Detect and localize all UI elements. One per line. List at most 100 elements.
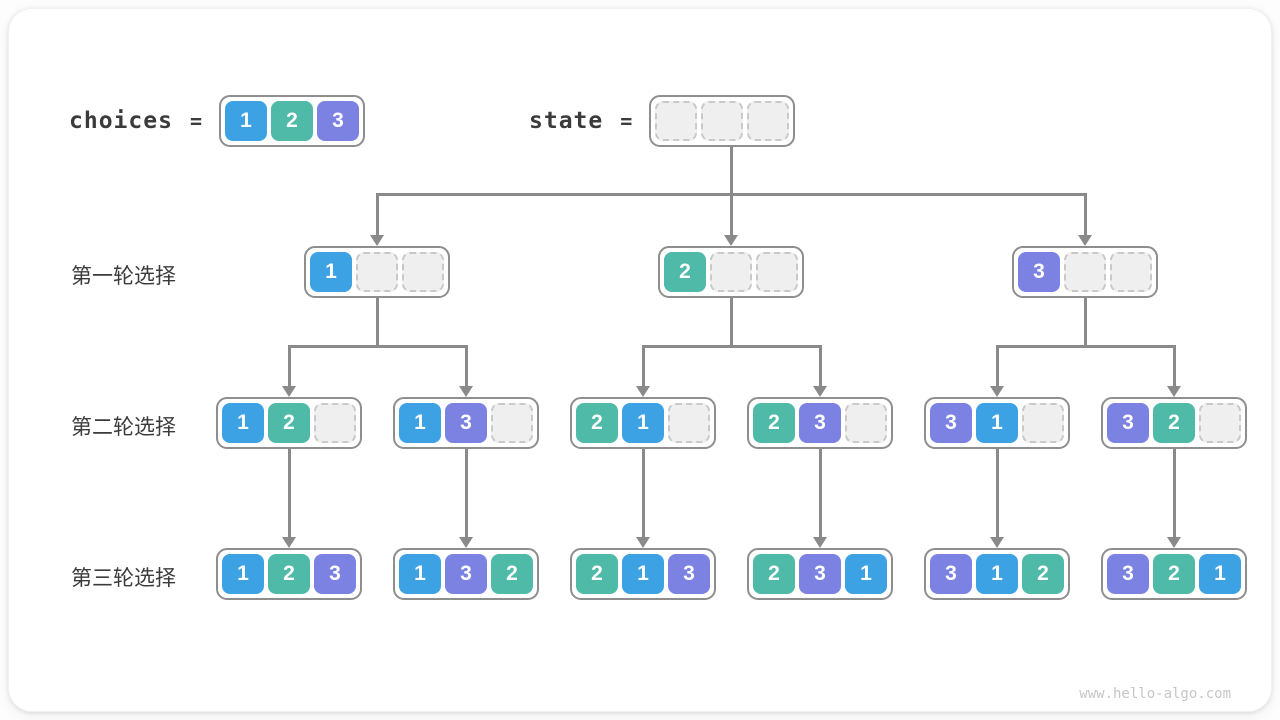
choice-cell-1: 1 xyxy=(622,554,664,594)
arrow-head-icon xyxy=(636,386,650,397)
choice-cell-2: 2 xyxy=(268,554,310,594)
choices-label: choices xyxy=(69,108,173,134)
choice-cell-2: 2 xyxy=(753,554,795,594)
arrow-head-icon xyxy=(1167,386,1181,397)
connector-line xyxy=(464,449,468,538)
arrow-head-icon xyxy=(282,537,296,548)
connector-line xyxy=(464,346,468,387)
choice-cell-2: 2 xyxy=(1153,554,1195,594)
empty-cell xyxy=(314,403,356,443)
choice-cell-3: 3 xyxy=(1107,554,1149,594)
arrow-head-icon xyxy=(459,386,473,397)
choice-cell-1: 1 xyxy=(222,554,264,594)
connector-line xyxy=(641,346,645,387)
connector-line xyxy=(287,346,291,387)
choice-cell-2: 2 xyxy=(1022,554,1064,594)
choice-cell-1: 1 xyxy=(222,403,264,443)
empty-cell xyxy=(1199,403,1241,443)
arrow-head-icon xyxy=(1167,537,1181,548)
level1-node: 1 xyxy=(304,246,450,298)
choice-cell-3: 3 xyxy=(668,554,710,594)
row-label-round-3: 第三轮选择 xyxy=(71,567,176,590)
empty-cell xyxy=(747,101,790,141)
choice-cell-2: 2 xyxy=(1153,403,1195,443)
choice-cell-1: 1 xyxy=(310,252,352,292)
choice-cell-2: 2 xyxy=(576,554,618,594)
row-label-round-1: 第一轮选择 xyxy=(71,265,176,288)
choice-cell-1: 1 xyxy=(845,554,887,594)
connector-line xyxy=(818,449,822,538)
connector-line xyxy=(729,194,733,236)
choice-cell-2: 2 xyxy=(664,252,706,292)
arrow-head-icon xyxy=(990,386,1004,397)
empty-cell xyxy=(1064,252,1106,292)
choice-cell-1: 1 xyxy=(224,101,267,141)
connector-line xyxy=(1172,346,1176,387)
connector-line xyxy=(375,194,379,236)
empty-cell xyxy=(655,101,698,141)
connector-line xyxy=(375,298,379,348)
empty-cell xyxy=(845,403,887,443)
watermark: www.hello-algo.com xyxy=(1079,686,1231,702)
arrow-head-icon xyxy=(813,386,827,397)
row-label-round-2: 第二轮选择 xyxy=(71,416,176,439)
arrow-head-icon xyxy=(1078,235,1092,246)
choice-cell-2: 2 xyxy=(270,101,313,141)
arrow-head-icon xyxy=(813,537,827,548)
choice-cell-3: 3 xyxy=(1018,252,1060,292)
choice-cell-3: 3 xyxy=(316,101,359,141)
empty-cell xyxy=(668,403,710,443)
connector-line xyxy=(641,344,822,348)
choice-cell-3: 3 xyxy=(445,554,487,594)
connector-line xyxy=(1172,449,1176,538)
arrow-head-icon xyxy=(282,386,296,397)
choice-cell-3: 3 xyxy=(930,403,972,443)
state-root-node xyxy=(649,95,796,147)
choice-cell-3: 3 xyxy=(799,554,841,594)
choice-cell-2: 2 xyxy=(576,403,618,443)
choice-cell-1: 1 xyxy=(399,554,441,594)
arrow-head-icon xyxy=(459,537,473,548)
choice-cell-1: 1 xyxy=(622,403,664,443)
empty-cell xyxy=(356,252,398,292)
choices-equals-sign: = xyxy=(189,109,202,133)
choice-cell-3: 3 xyxy=(1107,403,1149,443)
arrow-head-icon xyxy=(370,235,384,246)
connector-line xyxy=(1083,194,1087,236)
arrow-head-icon xyxy=(636,537,650,548)
choice-cell-3: 3 xyxy=(445,403,487,443)
choice-cell-1: 1 xyxy=(1199,554,1241,594)
empty-cell xyxy=(1110,252,1152,292)
choice-cell-2: 2 xyxy=(491,554,533,594)
choice-cell-1: 1 xyxy=(399,403,441,443)
state-label: state xyxy=(529,108,604,134)
state-equals-sign: = xyxy=(620,109,633,133)
state-group: state = xyxy=(529,95,796,147)
connector-line xyxy=(818,346,822,387)
connector-line xyxy=(729,147,733,196)
connector-line xyxy=(995,344,1176,348)
empty-cell xyxy=(491,403,533,443)
empty-cell xyxy=(756,252,798,292)
arrow-head-icon xyxy=(990,537,1004,548)
empty-cell xyxy=(710,252,752,292)
level1-node: 3 xyxy=(1012,246,1158,298)
connector-line xyxy=(1083,298,1087,348)
connector-line xyxy=(995,449,999,538)
